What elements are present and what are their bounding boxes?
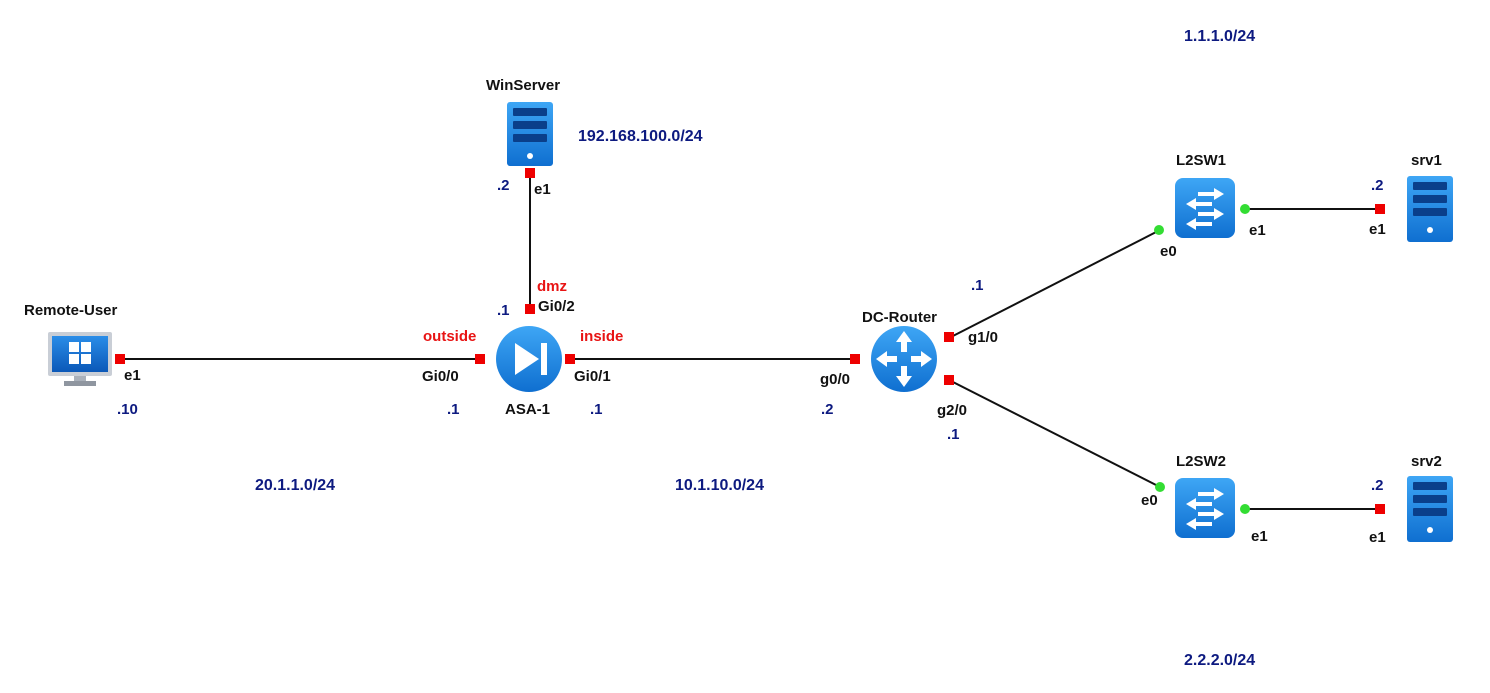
network-label-dmz: 192.168.100.0/24 <box>578 128 703 145</box>
port-marker[interactable] <box>1375 504 1385 514</box>
address-asa-inside: .1 <box>590 401 603 418</box>
port-marker[interactable] <box>1155 482 1165 492</box>
port-marker[interactable] <box>1154 225 1164 235</box>
port-label-l2sw1-e1: e1 <box>1249 222 1266 239</box>
server-icon[interactable] <box>1407 476 1453 542</box>
port-marker[interactable] <box>115 354 125 364</box>
link-router-l2sw2 <box>948 379 1161 488</box>
switch-icon[interactable] <box>1175 478 1235 538</box>
port-label-asa-gi02: Gi0/2 <box>538 298 575 315</box>
firewall-icon[interactable] <box>496 326 562 392</box>
switch-icon[interactable] <box>1175 178 1235 238</box>
address-srv2: .2 <box>1371 477 1384 494</box>
node-label-l2sw2: L2SW2 <box>1176 453 1226 470</box>
address-router-g10: .1 <box>971 277 984 294</box>
server-icon[interactable] <box>1407 176 1453 242</box>
port-label-asa-gi01: Gi0/1 <box>574 368 611 385</box>
network-label-inside: 10.1.10.0/24 <box>675 477 764 494</box>
port-label-remote-user-e1: e1 <box>124 367 141 384</box>
port-label-router-g20: g2/0 <box>937 402 967 419</box>
zone-label-outside: outside <box>423 328 476 345</box>
port-marker[interactable] <box>525 168 535 178</box>
zone-label-dmz: dmz <box>537 278 567 295</box>
link-router-l2sw1 <box>948 229 1161 339</box>
port-label-l2sw1-e0: e0 <box>1160 243 1177 260</box>
node-label-winserver: WinServer <box>486 77 560 94</box>
port-marker[interactable] <box>944 332 954 342</box>
address-asa-outside: .1 <box>447 401 460 418</box>
port-label-asa-gi00: Gi0/0 <box>422 368 459 385</box>
port-marker[interactable] <box>1240 204 1250 214</box>
port-label-router-g00: g0/0 <box>820 371 850 388</box>
address-router-g00: .2 <box>821 401 834 418</box>
node-label-srv1: srv1 <box>1411 152 1442 169</box>
address-asa-dmz: .1 <box>497 302 510 319</box>
port-marker[interactable] <box>944 375 954 385</box>
address-srv1: .2 <box>1371 177 1384 194</box>
address-winserver: .2 <box>497 177 510 194</box>
port-label-l2sw2-e0: e0 <box>1141 492 1158 509</box>
node-label-srv2: srv2 <box>1411 453 1442 470</box>
port-label-l2sw2-e1: e1 <box>1251 528 1268 545</box>
port-label-srv2-e1: e1 <box>1369 529 1386 546</box>
server-icon[interactable] <box>507 102 553 166</box>
address-router-g20: .1 <box>947 426 960 443</box>
network-label-net2: 2.2.2.0/24 <box>1184 652 1255 669</box>
node-label-l2sw1: L2SW1 <box>1176 152 1226 169</box>
router-icon[interactable] <box>871 326 937 392</box>
port-marker[interactable] <box>1375 204 1385 214</box>
port-marker[interactable] <box>850 354 860 364</box>
node-label-dc-router: DC-Router <box>862 309 937 326</box>
network-label-net1: 1.1.1.0/24 <box>1184 28 1255 45</box>
node-label-remote-user: Remote-User <box>24 302 118 319</box>
zone-label-inside: inside <box>580 328 623 345</box>
address-remote-user: .10 <box>117 401 138 418</box>
monitor-icon[interactable] <box>48 332 112 386</box>
port-marker[interactable] <box>475 354 485 364</box>
port-label-srv1-e1: e1 <box>1369 221 1386 238</box>
port-marker[interactable] <box>1240 504 1250 514</box>
port-label-winserver-e1: e1 <box>534 181 551 198</box>
network-label-outside: 20.1.1.0/24 <box>255 477 335 494</box>
port-marker[interactable] <box>565 354 575 364</box>
port-label-router-g10: g1/0 <box>968 329 998 346</box>
node-label-asa: ASA-1 <box>505 401 550 418</box>
port-marker[interactable] <box>525 304 535 314</box>
